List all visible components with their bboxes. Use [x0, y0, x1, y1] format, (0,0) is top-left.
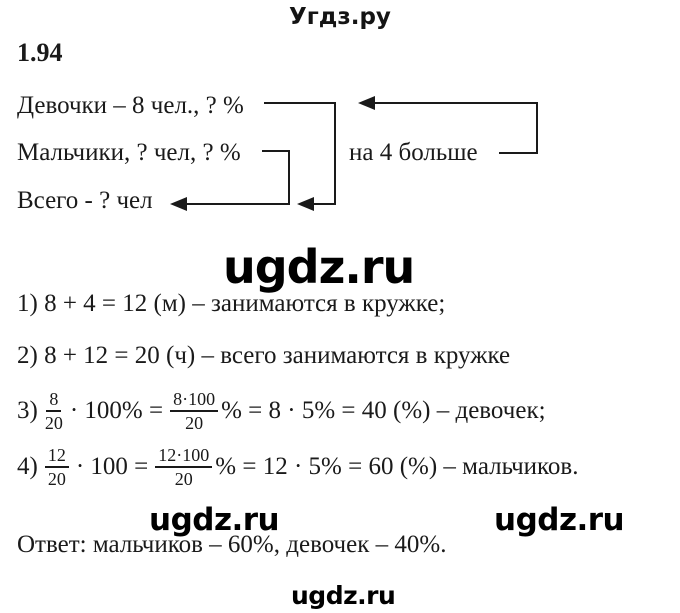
problem-number: 1.94 — [17, 38, 63, 67]
solution-step-3: 3) 8 20 · 100% = 8·100 20 % = 8 · 5% = 4… — [17, 389, 546, 433]
step-3-fraction-2: 8·100 20 — [170, 389, 219, 434]
diagram-total-label: Всего - ? чел — [17, 187, 153, 214]
fraction-denominator: 20 — [44, 413, 63, 434]
site-logo: Угдз.ру — [289, 4, 391, 30]
step-3-label: 3) — [17, 397, 38, 425]
total-arrowhead-icon — [170, 197, 187, 211]
step-4-fraction-1: 12 20 — [44, 445, 69, 490]
watermark-small-right: ugdz.ru — [494, 502, 625, 538]
fraction-denominator: 20 — [174, 469, 193, 490]
note-arrowhead-icon — [358, 96, 375, 110]
girls-bracket-vertical-line — [334, 102, 336, 205]
solution-step-4: 4) 12 20 · 100 = 12·100 20 % = 12 · 5% =… — [17, 445, 579, 489]
fraction-numerator: 8·100 — [170, 389, 219, 413]
step-3-operator: · 100% = — [69, 397, 164, 425]
note-connector-line — [499, 152, 538, 154]
watermark-footer: ugdz.ru — [291, 581, 396, 610]
step-4-operator: · 100 = — [75, 453, 149, 481]
girls-bottom-arrow-line — [311, 203, 336, 205]
boys-bracket-vertical-line — [288, 150, 290, 205]
step-3-fraction-1: 8 20 — [45, 389, 63, 433]
fraction-numerator: 8 — [46, 389, 62, 413]
girls-bracket-horizontal-line — [264, 102, 336, 104]
boys-bracket-horizontal-line — [262, 150, 290, 152]
step-4-rest: % = 12 · 5% = 60 (%) – мальчиков. — [215, 453, 579, 481]
step-4-fraction-2: 12·100 20 — [155, 445, 213, 490]
watermark-large: ugdz.ru — [223, 240, 415, 294]
fraction-numerator: 12·100 — [155, 445, 213, 469]
diagram-boys-label: Мальчики, ? чел, ? % — [17, 139, 241, 166]
diagram-note-label: на 4 больше — [349, 139, 478, 166]
girls-bottom-arrowhead-icon — [297, 197, 314, 211]
solution-step-2: 2) 8 + 12 = 20 (ч) – всего занимаются в … — [17, 342, 511, 369]
note-arrow-top-line — [373, 102, 538, 104]
answer-line: Ответ: мальчиков – 60%, девочек – 40%. — [17, 531, 447, 558]
step-4-label: 4) — [17, 453, 38, 481]
diagram-girls-label: Девочки – 8 чел., ? % — [17, 92, 244, 119]
solution-step-1: 1) 8 + 4 = 12 (м) – занимаются в кружке; — [17, 290, 446, 317]
note-arrow-vertical-line — [536, 102, 538, 154]
step-3-rest: % = 8 · 5% = 40 (%) – девочек; — [221, 397, 546, 425]
fraction-numerator: 12 — [44, 445, 69, 469]
watermark-small-left: ugdz.ru — [149, 502, 280, 538]
total-arrow-line — [184, 203, 290, 205]
fraction-denominator: 20 — [185, 413, 204, 434]
fraction-denominator: 20 — [47, 469, 66, 490]
